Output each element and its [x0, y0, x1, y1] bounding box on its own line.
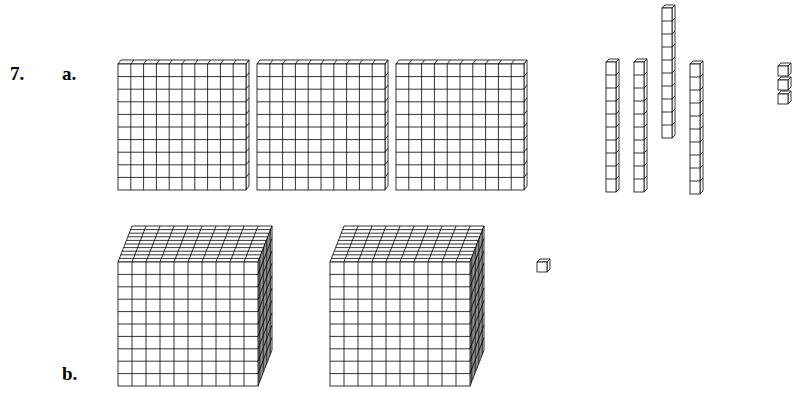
hundred-flat: [396, 60, 527, 190]
part-letter: a.: [62, 64, 76, 83]
ten-rod: [662, 5, 675, 138]
unit-cube: [778, 91, 791, 104]
ten-rod: [690, 61, 703, 194]
hundred-flat: [118, 60, 249, 190]
unit-cube: [778, 63, 791, 76]
unit-cube: [537, 259, 550, 272]
thousand-cube: [330, 226, 484, 386]
part-letter: b.: [62, 364, 77, 383]
hundred-flat: [257, 60, 388, 190]
ten-rod: [634, 59, 647, 192]
unit-cube: [778, 77, 791, 90]
problem-number: 7.: [10, 64, 24, 83]
thousand-cube: [118, 226, 272, 386]
ten-rod: [606, 59, 619, 192]
